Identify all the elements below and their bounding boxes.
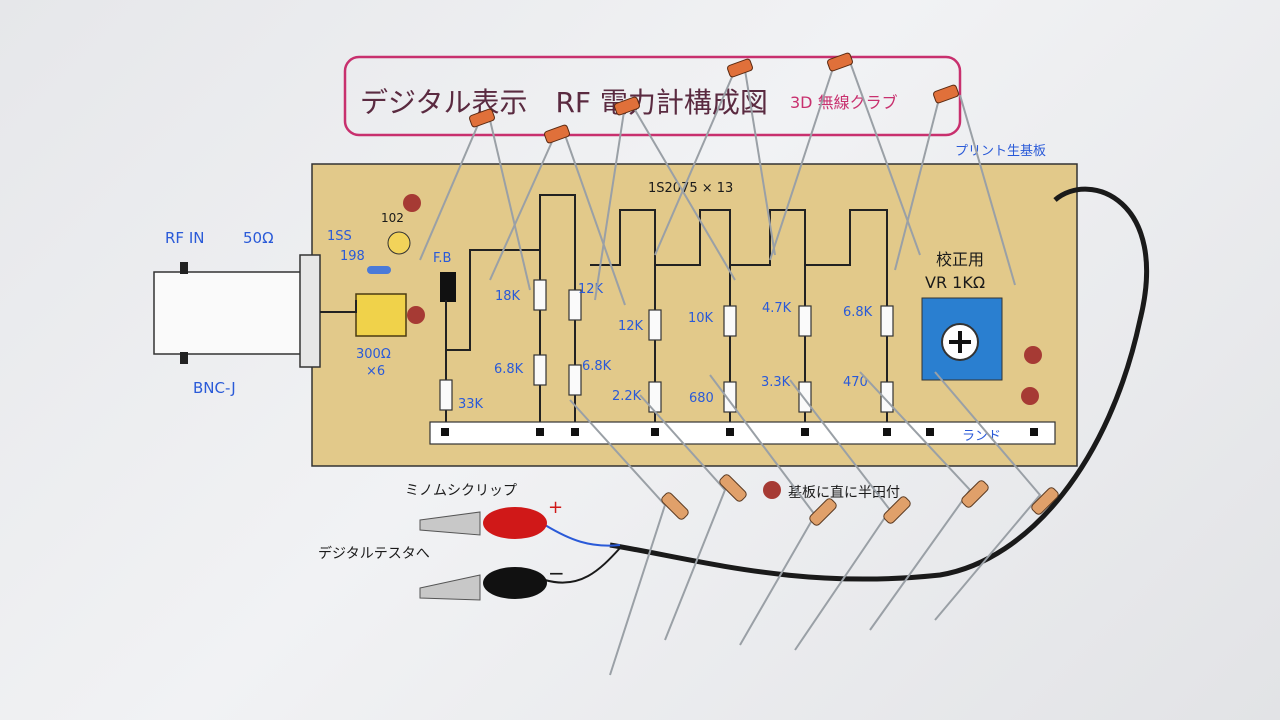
diode-name-label: 1SS bbox=[327, 229, 352, 244]
r68k-a-label: 6.8K bbox=[494, 362, 524, 377]
solder-point bbox=[403, 194, 421, 212]
diode-1ss198 bbox=[367, 266, 391, 274]
diode-array-label: 1S2075 × 13 bbox=[648, 181, 733, 196]
core-label: 300Ω bbox=[356, 347, 391, 362]
r680-label: 680 bbox=[689, 391, 714, 406]
real-diodes bbox=[419, 61, 1016, 306]
plus-icon bbox=[949, 331, 971, 353]
r18k-label: 18K bbox=[495, 289, 521, 304]
impedance-label: 50Ω bbox=[243, 229, 274, 247]
bnc-flange bbox=[299, 254, 321, 368]
r470-label: 470 bbox=[843, 375, 868, 390]
minus-label: − bbox=[548, 561, 565, 585]
r33k-label: 33K bbox=[458, 397, 484, 412]
ferrite-bead bbox=[440, 272, 456, 302]
capacitor bbox=[387, 231, 411, 255]
diode-bodies bbox=[469, 52, 959, 144]
core-mult-label: ×6 bbox=[366, 364, 385, 379]
resistor-bodies bbox=[661, 474, 1059, 526]
clip-label: ミノムシクリップ bbox=[405, 483, 517, 499]
r47k-label: 4.7K bbox=[762, 301, 792, 316]
r12k-a-label: 12K bbox=[578, 282, 604, 297]
bnc-body bbox=[153, 271, 305, 355]
bulb-label: 3D 無線クラブ bbox=[790, 93, 898, 112]
land-strip bbox=[429, 421, 1056, 445]
r68k-c-label: 6.8K bbox=[843, 305, 873, 320]
red-clip bbox=[483, 507, 547, 539]
black-lead-wire bbox=[609, 186, 1149, 582]
diode-num-label: 198 bbox=[340, 249, 365, 264]
plus-label: + bbox=[548, 497, 563, 518]
r68k-b-label: 6.8K bbox=[582, 359, 612, 374]
calib-title: 校正用 bbox=[936, 250, 984, 269]
tester-label: デジタルテスタへ bbox=[318, 545, 430, 562]
r10k-label: 10K bbox=[688, 311, 714, 326]
direct-solder-label: 基板に直に半田付 bbox=[788, 484, 900, 501]
rf-in-label: RF IN bbox=[165, 229, 204, 247]
r33k-b-label: 3.3K bbox=[761, 375, 791, 390]
r12k-b-label: 12K bbox=[618, 319, 644, 334]
black-clip bbox=[483, 567, 547, 599]
calib-vr-label: VR 1KΩ bbox=[925, 273, 985, 292]
bnc-label: BNC-J bbox=[193, 379, 236, 397]
land-label: ランド bbox=[962, 429, 1001, 444]
diagram-title: デジタル表示 RF 電力計構成図 bbox=[360, 86, 768, 119]
r22k-label: 2.2K bbox=[612, 389, 642, 404]
ferrite-core bbox=[355, 293, 407, 337]
board-label: プリント生基板 bbox=[955, 144, 1046, 159]
diagram-resistors bbox=[439, 279, 894, 413]
fb-label: F.B bbox=[433, 251, 451, 266]
cap-label: 102 bbox=[381, 211, 404, 225]
